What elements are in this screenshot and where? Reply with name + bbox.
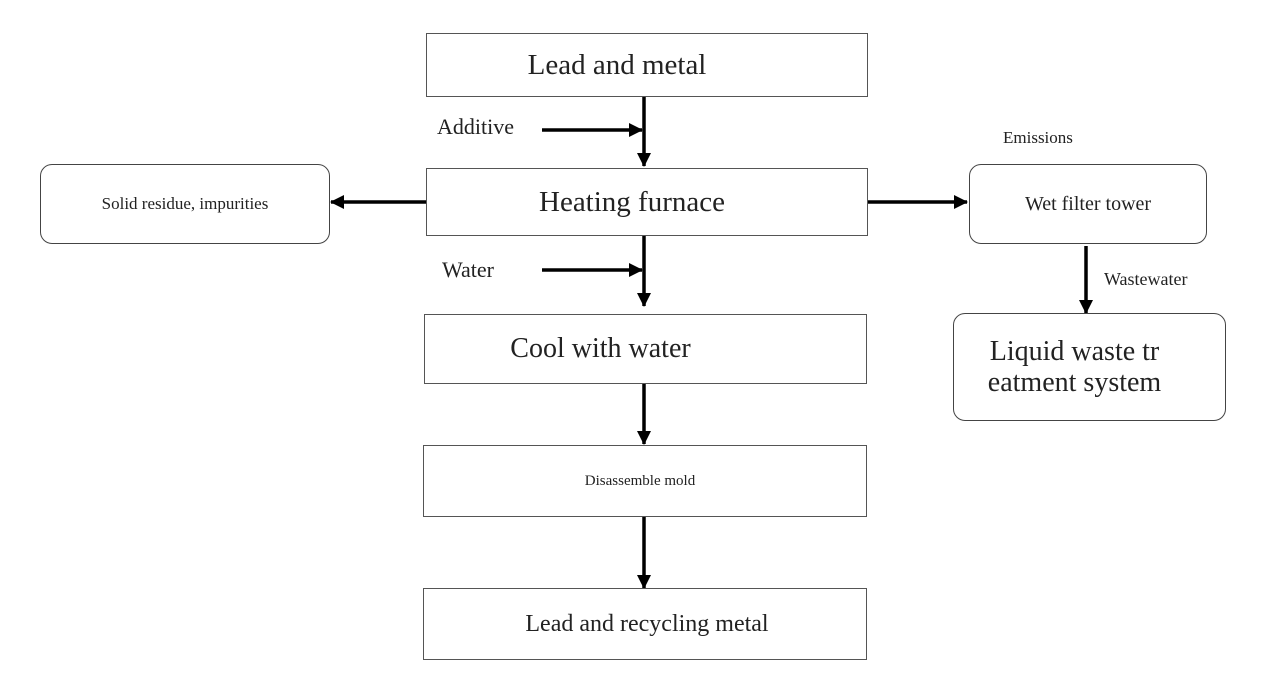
- node-lead-and-recycling-metal-label: Lead and recycling metal: [525, 610, 769, 637]
- node-lead-and-recycling-metal: Lead and recycling metal: [423, 588, 867, 660]
- node-liquid-waste-label-line2: eatment system: [987, 367, 1162, 398]
- node-disassemble-mold-label: Disassemble mold: [584, 472, 696, 489]
- edge-label-additive: Additive: [437, 114, 514, 139]
- edge-label-emissions: Emissions: [1003, 128, 1073, 147]
- node-heating-furnace-label: Heating furnace: [539, 185, 725, 218]
- edge-label-wastewater: Wastewater: [1104, 269, 1188, 289]
- node-heating-furnace: Heating furnace: [426, 168, 868, 236]
- node-wet-filter-tower-label: Wet filter tower: [1024, 192, 1152, 215]
- node-cool-with-water: Cool with water: [424, 314, 867, 384]
- node-solid-residue: Solid residue, impurities: [40, 164, 330, 244]
- node-disassemble-mold: Disassemble mold: [423, 445, 867, 517]
- node-solid-residue-label: Solid residue, impurities: [101, 194, 269, 213]
- node-liquid-waste-label-line1: Liquid waste tr: [989, 335, 1160, 367]
- node-lead-and-metal-label: Lead and metal: [527, 48, 707, 81]
- edge-label-water: Water: [442, 257, 494, 282]
- node-cool-with-water-label: Cool with water: [510, 333, 691, 364]
- node-wet-filter-tower: Wet filter tower: [969, 164, 1207, 244]
- node-lead-and-metal: Lead and metal: [426, 33, 868, 97]
- node-liquid-waste-treatment: Liquid waste tr eatment system: [953, 313, 1226, 421]
